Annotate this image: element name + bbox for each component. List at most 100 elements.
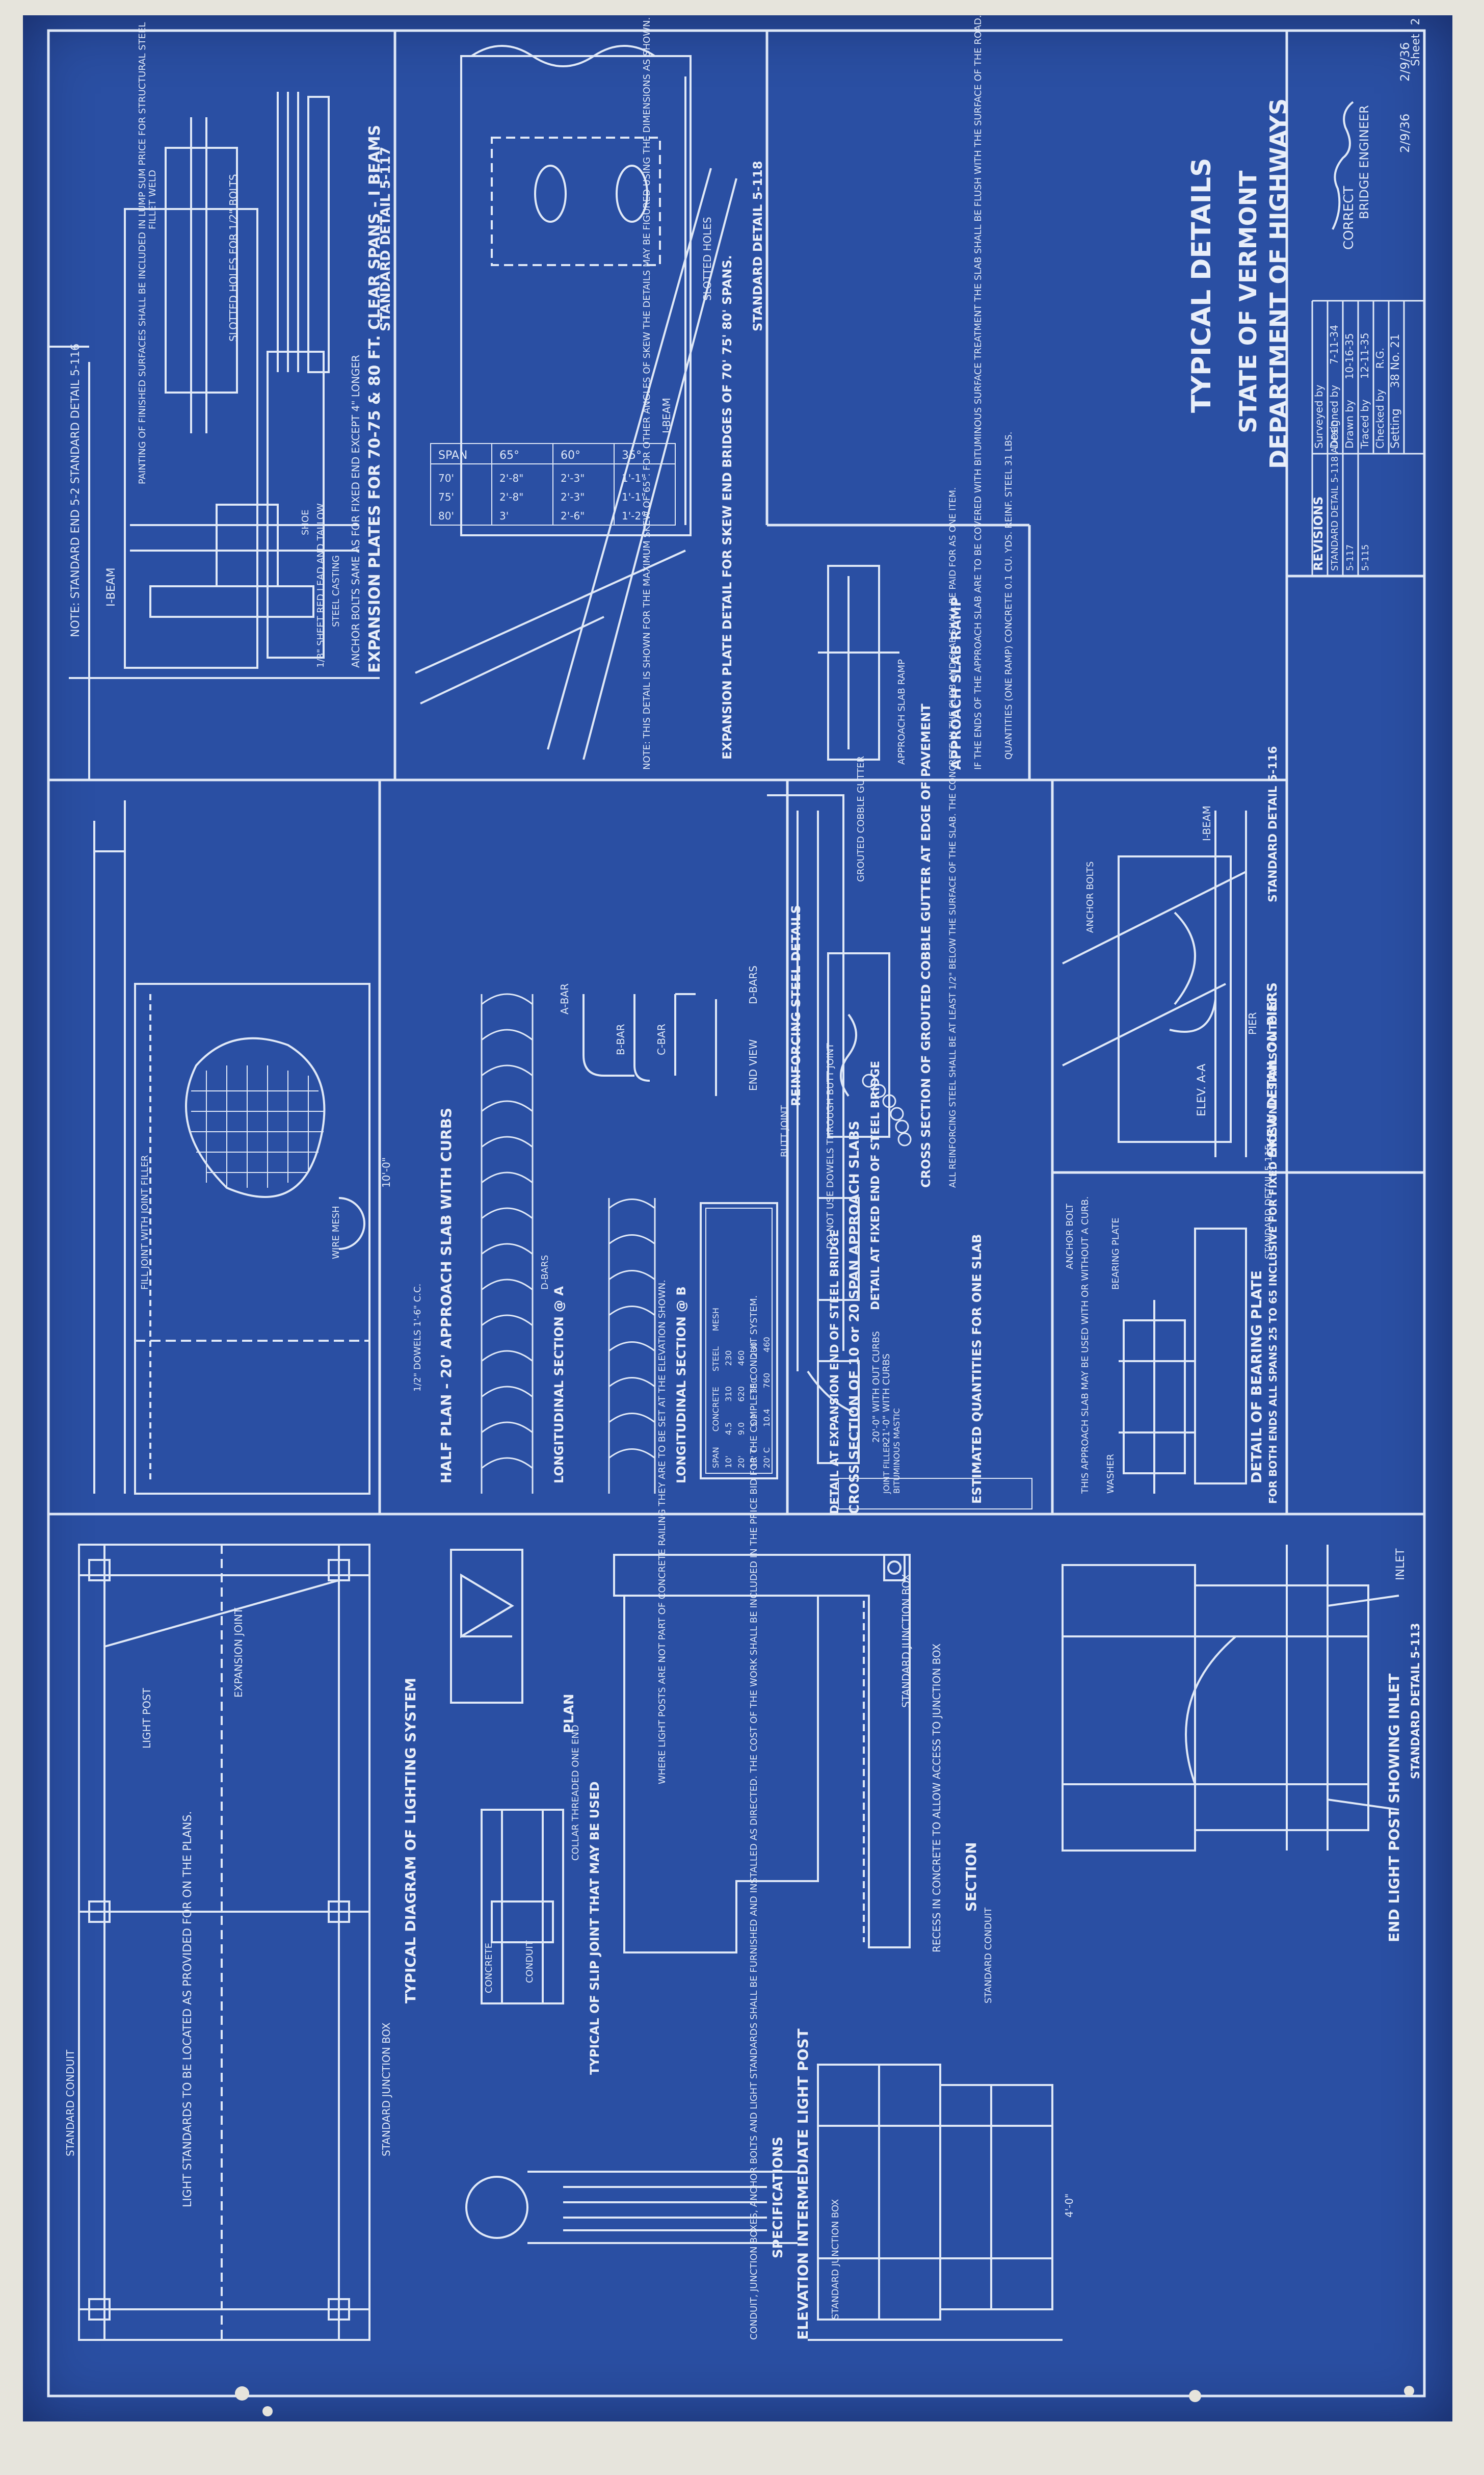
p6-elev: ELEV. A-A bbox=[1196, 1064, 1208, 1116]
p12-standard: STANDARD JUNCTION BOX bbox=[830, 2199, 841, 2320]
p1-fillet: FILLET WELD bbox=[147, 170, 158, 229]
sheet-number: 2 bbox=[1410, 18, 1422, 25]
svg-text:2'-6": 2'-6" bbox=[561, 510, 585, 522]
p8-note: LIGHT STANDARDS TO BE LOCATED AS PROVIDE… bbox=[181, 1811, 194, 2207]
p1-anchor: ANCHOR BOLTS SAME AS FOR FIXED END EXCEP… bbox=[350, 355, 362, 668]
longitudinal-section-a bbox=[481, 993, 534, 1494]
p1-std: STANDARD DETAIL 5-117 bbox=[378, 147, 393, 331]
p1-slotted: SLOTTED HOLES FOR 1/2" BOLTS bbox=[227, 174, 240, 342]
svg-text:2'-8": 2'-8" bbox=[499, 491, 523, 503]
p8-post: LIGHT POST bbox=[141, 1687, 153, 1749]
p9-plan: PLAN bbox=[562, 1694, 577, 1733]
p4-ten: 10'-0" bbox=[380, 1157, 392, 1188]
svg-text:Surveyed by: Surveyed by bbox=[1313, 384, 1325, 449]
svg-text:Checked byR.G.: Checked byR.G. bbox=[1374, 348, 1386, 449]
cross-section-title: CROSS SECTION OF 10 or 20 SPAN APPROACH … bbox=[847, 1121, 862, 1514]
p9-note: WHERE LIGHT POSTS ARE NOT PART OF CONCRE… bbox=[657, 1280, 668, 1784]
panel-skew-piers: SKEW DETAIL ON PIERS STANDARD DETAIL 5-1… bbox=[1062, 746, 1280, 1157]
signoff-rows: Surveyed by Designed by7-11-34 Drawn by1… bbox=[1313, 325, 1402, 449]
p4-grouted: GROUTED COBBLE GUTTER bbox=[856, 756, 866, 882]
p8-expansion: EXPANSION JOINT bbox=[232, 1607, 245, 1698]
svg-text:1'-1": 1'-1" bbox=[622, 491, 646, 503]
title-block: TYPICAL DETAILS STATE OF VERMONT DEPARTM… bbox=[1186, 15, 1424, 576]
p9-concrete: CONCRETE bbox=[484, 1943, 494, 1993]
svg-text:65°: 65° bbox=[499, 449, 519, 462]
p11-inlet: INLET bbox=[1394, 1548, 1407, 1580]
revisions-title: REVISIONS bbox=[1311, 497, 1326, 571]
svg-text:80': 80' bbox=[438, 510, 454, 522]
p1-ibeam: I-BEAM bbox=[105, 567, 118, 607]
p5-mastic: BITUMINOUS MASTIC bbox=[892, 1408, 902, 1494]
p1-title: EXPANSION PLATES FOR 70-75 & 80 FT. CLEA… bbox=[366, 125, 384, 673]
svg-text:70': 70' bbox=[438, 472, 454, 484]
p6-std: STANDARD DETAIL 5-116 bbox=[1267, 746, 1280, 902]
svg-text:SPAN: SPAN bbox=[438, 449, 467, 462]
date-2: 2/9/36 bbox=[1398, 42, 1412, 82]
longitudinal-section-b bbox=[608, 1198, 656, 1494]
sheet-frame bbox=[47, 29, 1426, 2398]
blueprint-drawing: TYPICAL DETAILS STATE OF VERMONT DEPARTM… bbox=[47, 15, 1426, 2416]
state-label: STATE OF VERMONT bbox=[1234, 170, 1262, 433]
signer-role: BRIDGE ENGINEER bbox=[1357, 105, 1371, 219]
revision-1: STANDARD DETAIL 5-118 ADDED bbox=[1330, 420, 1340, 571]
revision-3: 5-115 bbox=[1360, 544, 1371, 571]
p8-title: TYPICAL DIAGRAM OF LIGHTING SYSTEM bbox=[402, 1678, 419, 2003]
p11-std: STANDARD DETAIL 5-113 bbox=[1410, 1623, 1422, 1779]
p12-spec-title: SPECIFICATIONS bbox=[771, 2137, 786, 2258]
p5-exp-title: DETAIL AT EXPANSION END OF STEEL BRIDGE bbox=[829, 1230, 841, 1514]
wire-mesh-icon bbox=[191, 1065, 324, 1188]
p4-butt: BUTT JOINT bbox=[779, 1105, 790, 1157]
p10-junction: STANDARD JUNCTION BOX bbox=[900, 1574, 912, 1708]
p7-plate: BEARING PLATE bbox=[1110, 1217, 1121, 1290]
p6-title: SKEW DETAIL ON PIERS bbox=[1265, 982, 1280, 1157]
bar-a-label: A-BAR bbox=[559, 983, 571, 1014]
bar-d-label: D-BARS bbox=[747, 966, 759, 1004]
svg-text:3': 3' bbox=[499, 510, 509, 522]
estimated-quantities-grid: SPANCONCRETESTEELMESH 10'4.5310230 20'9.… bbox=[705, 1208, 773, 1474]
drawing-title: TYPICAL DETAILS bbox=[1186, 158, 1217, 413]
panel-skew-expansion: SPAN 65° 60° 35° 70' 2'-8" 2'-3" 1'-1" 7… bbox=[415, 15, 765, 770]
svg-text:20'9.0620460: 20'9.0620460 bbox=[736, 1350, 746, 1468]
svg-text:2'-8": 2'-8" bbox=[499, 472, 523, 484]
panel-approach-slab: CROSS SECTION OF 10 or 20 SPAN APPROACH … bbox=[93, 756, 892, 1514]
p2-slotted: SLOTTED HOLES bbox=[701, 217, 713, 301]
sheet-pin-holes bbox=[235, 2386, 1414, 2416]
p4-bars: D-BARS bbox=[540, 1255, 550, 1290]
p1-painted: PAINTING OF FINISHED SURFACES SHALL BE I… bbox=[137, 22, 148, 484]
half-plan-title: HALF PLAN - 20' APPROACH SLAB WITH CURBS bbox=[438, 1108, 455, 1483]
panel-end-light-post: END LIGHT POST SHOWING INLET STANDARD DE… bbox=[1062, 1545, 1422, 1942]
bar-b-label: B-BAR bbox=[615, 1024, 627, 1055]
sheet-label: Sheet bbox=[1410, 34, 1422, 66]
bar-c-label: C-BAR bbox=[655, 1024, 668, 1055]
p6-pier: PIER bbox=[1247, 1012, 1259, 1035]
panel-reinforcing: REINFORCING STEEL DETAILS A-BAR B-BAR C-… bbox=[559, 487, 1032, 1514]
p2-note: NOTE: THIS DETAIL IS SHOWN FOR THE MAXIM… bbox=[642, 15, 652, 770]
long-section-a-title: LONGITUDINAL SECTION @ A bbox=[552, 1286, 566, 1483]
svg-text:Sheet 2 of: Sheet 2 of bbox=[1410, 15, 1422, 66]
p4-width2: 21'-0" WITH CURBS bbox=[881, 1353, 892, 1443]
p7-title: DETAIL OF BEARING PLATE bbox=[1248, 1270, 1265, 1483]
p8-junction: STANDARD JUNCTION BOX bbox=[380, 2022, 392, 2156]
p1-shoe: SHOE bbox=[300, 509, 311, 535]
blueprint-sheet: TYPICAL DETAILS STATE OF VERMONT DEPARTM… bbox=[23, 15, 1452, 2421]
p6-ibeam: I-BEAM bbox=[1201, 805, 1213, 841]
p4-fill: FILL JOINT WITH JOINT FILLER bbox=[140, 1155, 150, 1290]
long-section-b-title: LONGITUDINAL SECTION @ B bbox=[674, 1286, 688, 1483]
p7-washer: WASHER bbox=[1105, 1454, 1116, 1494]
p3-quantities: QUANTITIES (ONE RAMP) CONCRETE 0.1 CU. Y… bbox=[1003, 431, 1014, 760]
revision-2: 5-117 bbox=[1345, 544, 1356, 571]
p3-text: IF THE ENDS OF THE APPROACH SLAB ARE TO … bbox=[973, 15, 984, 770]
p5-quantities-table bbox=[838, 1478, 1032, 1509]
p7-note: THIS APPROACH SLAB MAY BE USED WITH OR W… bbox=[1080, 1196, 1091, 1494]
svg-text:20' C10.4760460: 20' C10.4760460 bbox=[762, 1337, 772, 1468]
panel-section: SECTION RECESS IN CONCRETE TO ALLOW ACCE… bbox=[613, 1554, 994, 2003]
panel-approach-ramp: APPROACH SLAB RAMP IF THE ENDS OF THE AP… bbox=[818, 15, 1014, 770]
p5-cobble-text: ALL REINFORCING STEEL SHALL BE AT LEAST … bbox=[948, 487, 958, 1188]
p4-width: 20'-0" WITH OUT CURBS bbox=[871, 1331, 882, 1443]
p5-fixed-title: DETAIL AT FIXED END OF STEEL BRIDGE bbox=[869, 1061, 882, 1310]
svg-text:SPANCONCRETESTEELMESH: SPANCONCRETESTEELMESH bbox=[711, 1308, 721, 1468]
p2-std: STANDARD DETAIL 5-118 bbox=[751, 161, 765, 331]
p4-do-not: DO NOT USE DOWELS THROUGH BUTT JOINT bbox=[825, 1043, 836, 1249]
panel-lighting-system: TYPICAL DIAGRAM OF LIGHTING SYSTEM STAND… bbox=[64, 1544, 419, 2341]
p10-conduit: STANDARD CONDUIT bbox=[983, 1907, 994, 2003]
